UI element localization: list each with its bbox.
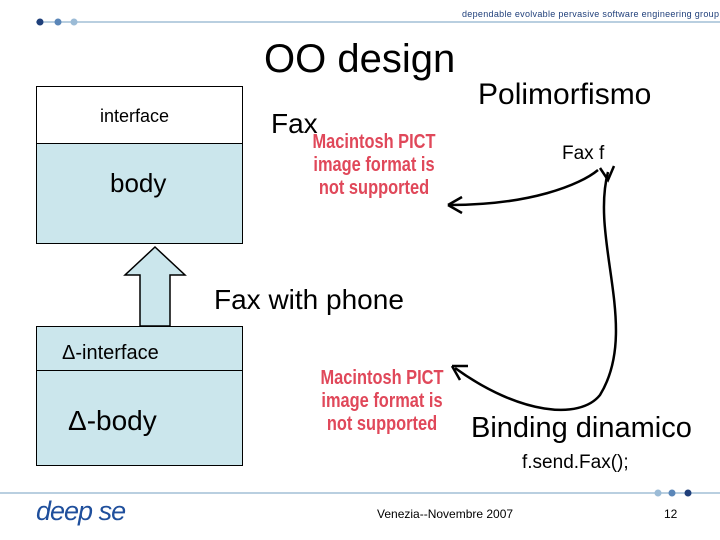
fax-f-label: Fax f bbox=[562, 143, 605, 164]
slide-subtitle: Polimorfismo bbox=[478, 78, 652, 111]
footer-location-date: Venezia--Novembre 2007 bbox=[377, 507, 514, 521]
delta-interface-label: Δ-interface bbox=[62, 342, 159, 364]
delta-body-label: Δ-body bbox=[68, 405, 157, 436]
footer-line bbox=[0, 489, 720, 497]
body-label: body bbox=[110, 168, 167, 198]
pict-placeholder-2: Macintosh PICT image format is not suppo… bbox=[315, 367, 449, 436]
footer-dot-1 bbox=[654, 489, 662, 497]
interface-box bbox=[36, 86, 243, 144]
slide-title: OO design bbox=[264, 37, 456, 81]
footer-dot-3 bbox=[684, 489, 692, 497]
fax-with-phone-label: Fax with phone bbox=[214, 284, 404, 315]
binding-curve-arrow bbox=[454, 171, 618, 412]
interface-label: interface bbox=[100, 106, 170, 126]
binding-label: Binding dinamico bbox=[471, 412, 692, 444]
header-line bbox=[36, 18, 720, 26]
fax-label: Fax bbox=[271, 108, 318, 139]
pict-placeholder-2-text: Macintosh PICT image format is not suppo… bbox=[320, 367, 444, 435]
binding-arrowhead-lower bbox=[450, 364, 468, 381]
header-dot-3 bbox=[70, 18, 78, 26]
header-dot-1 bbox=[36, 18, 44, 26]
pict-placeholder-1: Macintosh PICT image format is not suppo… bbox=[307, 131, 441, 200]
inheritance-arrow bbox=[123, 245, 187, 327]
footer-dot-2 bbox=[668, 489, 676, 497]
group-name: dependable evolvable pervasive software … bbox=[462, 9, 720, 19]
poly-curve-arrow bbox=[449, 169, 599, 207]
pict-placeholder-1-text: Macintosh PICT image format is not suppo… bbox=[312, 131, 436, 199]
delta-body-box bbox=[36, 370, 243, 466]
poly-arrowhead-left bbox=[447, 195, 463, 215]
page-number: 12 bbox=[664, 507, 678, 521]
deep-se-logo: deep se bbox=[36, 496, 126, 526]
fax-f-arrowhead bbox=[598, 165, 616, 183]
header-dot-2 bbox=[54, 18, 62, 26]
send-call-text: f.send.Fax(); bbox=[522, 452, 629, 473]
body-box bbox=[36, 143, 243, 244]
